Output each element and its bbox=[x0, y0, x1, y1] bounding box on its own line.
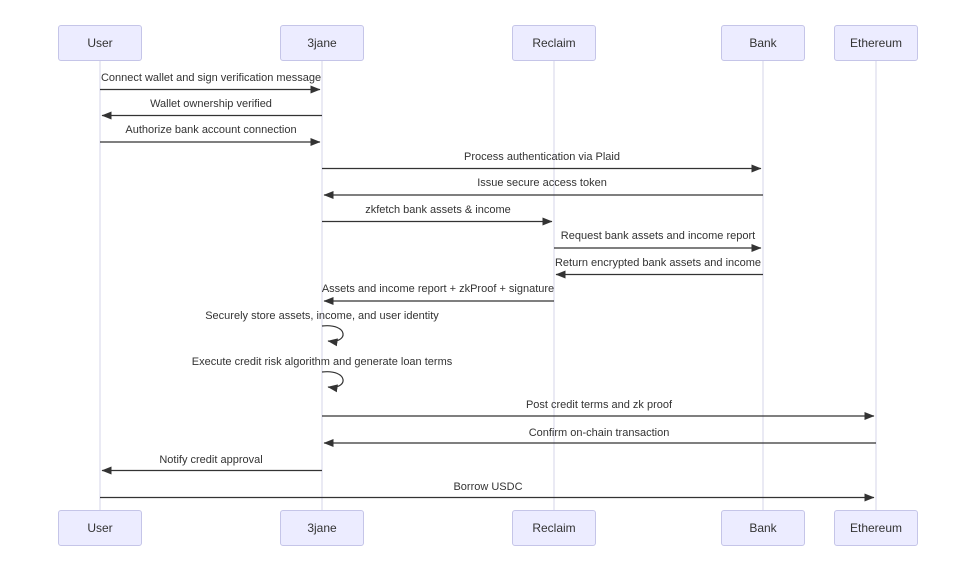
actor-label: User bbox=[87, 36, 113, 50]
message-label-wallet-verified: Wallet ownership verified bbox=[150, 98, 272, 110]
message-label-authorize-bank: Authorize bank account connection bbox=[125, 124, 297, 136]
actor-label: Ethereum bbox=[849, 521, 903, 535]
actor-box-ethereum-bottom: Ethereum bbox=[834, 510, 918, 546]
actor-label: Bank bbox=[749, 36, 777, 50]
actor-label: 3jane bbox=[307, 521, 337, 535]
self-loop-credit-risk bbox=[321, 371, 344, 393]
message-label-zkfetch: zkfetch bank assets & income bbox=[365, 204, 511, 216]
actor-label: Bank bbox=[749, 521, 777, 535]
message-label-connect-wallet: Connect wallet and sign verification mes… bbox=[100, 72, 322, 84]
message-label-confirm-onchain: Confirm on-chain transaction bbox=[528, 427, 670, 439]
actor-label: Reclaim bbox=[532, 521, 576, 535]
actor-box-reclaim-bottom: Reclaim bbox=[512, 510, 596, 546]
self-loop-store-assets bbox=[321, 325, 344, 347]
actor-box-bank-bottom: Bank bbox=[721, 510, 805, 546]
actor-label: User bbox=[87, 521, 113, 535]
actor-label: Reclaim bbox=[532, 36, 576, 50]
message-label-assets-report: Assets and income report + zkProof + sig… bbox=[321, 283, 555, 295]
message-label-notify-approval: Notify credit approval bbox=[159, 454, 263, 466]
message-label-request-report: Request bank assets and income report bbox=[560, 230, 756, 242]
actor-label: Ethereum bbox=[849, 36, 903, 50]
message-label-access-token: Issue secure access token bbox=[477, 177, 607, 189]
message-label-post-credit-terms: Post credit terms and zk proof bbox=[525, 399, 673, 411]
actor-box-user-top: User bbox=[58, 25, 142, 61]
actor-box-3jane-bottom: 3jane bbox=[280, 510, 364, 546]
message-label-return-encrypted: Return encrypted bank assets and income bbox=[554, 257, 762, 269]
message-label-process-auth: Process authentication via Plaid bbox=[464, 151, 620, 163]
actor-box-user-bottom: User bbox=[58, 510, 142, 546]
message-label-borrow-usdc: Borrow USDC bbox=[453, 481, 523, 493]
actor-label: 3jane bbox=[307, 36, 337, 50]
actor-box-reclaim-top: Reclaim bbox=[512, 25, 596, 61]
actor-box-ethereum-top: Ethereum bbox=[834, 25, 918, 61]
actor-box-bank-top: Bank bbox=[721, 25, 805, 61]
message-label-store-assets: Securely store assets, income, and user … bbox=[205, 310, 439, 322]
actor-box-3jane-top: 3jane bbox=[280, 25, 364, 61]
message-label-credit-risk: Execute credit risk algorithm and genera… bbox=[191, 356, 453, 368]
